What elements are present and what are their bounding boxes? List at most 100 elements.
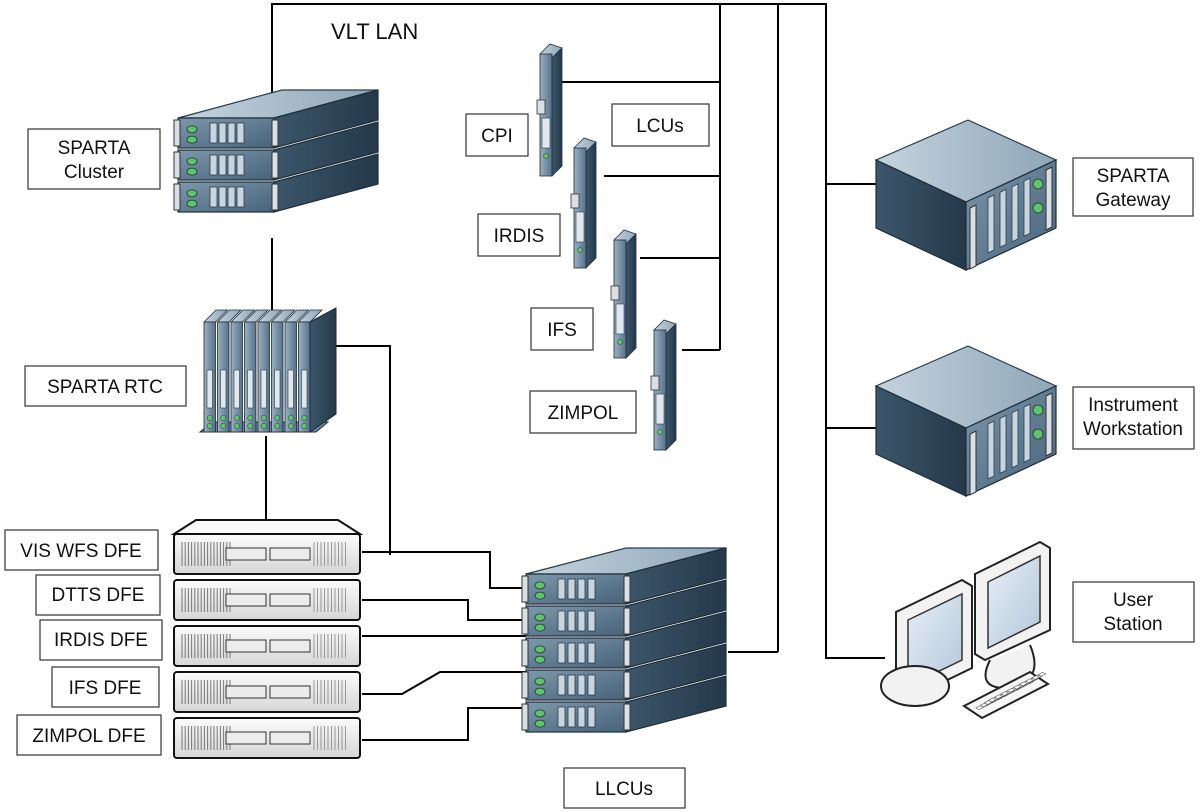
drive-bay bbox=[557, 674, 566, 696]
drive-bay bbox=[236, 122, 245, 144]
drive-bay bbox=[1011, 409, 1019, 469]
rack-handle bbox=[521, 607, 529, 635]
keyboard-key bbox=[994, 694, 1003, 700]
drive-bay bbox=[227, 122, 236, 144]
blade-side bbox=[585, 141, 597, 269]
zimpol-label: ZIMPOL bbox=[529, 390, 637, 434]
rack-handle bbox=[623, 575, 631, 603]
keyboard-key bbox=[1031, 675, 1041, 680]
blade-handle bbox=[650, 375, 660, 391]
status-led-icon bbox=[206, 415, 213, 421]
keyboard-key bbox=[1025, 678, 1034, 684]
blade-slot bbox=[541, 117, 551, 149]
drive-bay bbox=[557, 578, 566, 600]
status-led-icon bbox=[186, 125, 198, 134]
blade-handle bbox=[570, 193, 580, 209]
sparta-rtc-label-text: SPARTA RTC bbox=[47, 377, 163, 398]
keyboard bbox=[962, 670, 1050, 720]
irdis-label: IRDIS bbox=[477, 213, 561, 257]
irdis-label-text: IRDIS bbox=[494, 226, 545, 247]
drive-bay bbox=[1023, 403, 1031, 463]
drive-bay bbox=[999, 414, 1007, 475]
status-led-icon bbox=[534, 719, 546, 728]
dfe-unit bbox=[173, 533, 361, 575]
drive-bay bbox=[269, 639, 311, 653]
blade-slot bbox=[301, 369, 308, 409]
blade-slot bbox=[274, 369, 281, 409]
labels: VLT LAN SPARTA Cluster SPARTA RTC VIS WF… bbox=[4, 19, 1195, 809]
drive-bay bbox=[577, 674, 586, 696]
rack-handle bbox=[623, 639, 631, 667]
drive-bay bbox=[209, 186, 218, 208]
drive-bay bbox=[209, 122, 218, 144]
cpi-label: CPI bbox=[465, 113, 529, 157]
status-led-icon bbox=[534, 709, 546, 718]
sparta-gateway-server bbox=[874, 119, 1058, 271]
irdis-dfe-label-text: IRDIS DFE bbox=[54, 630, 148, 651]
status-led-icon bbox=[534, 655, 546, 664]
drive-bay bbox=[225, 639, 267, 653]
instrument-workstation-label: Instrument Workstation bbox=[1072, 386, 1195, 450]
dfe-unit bbox=[173, 579, 361, 621]
rack-handle bbox=[173, 119, 181, 147]
sparta-gateway-label-line1: SPARTA bbox=[1097, 166, 1170, 187]
drive-bay bbox=[225, 731, 267, 745]
server-handle bbox=[1045, 392, 1053, 457]
llcu-rack-unit bbox=[521, 643, 727, 701]
sparta-cluster-server bbox=[173, 89, 379, 213]
llcu-rack-unit bbox=[521, 579, 727, 637]
network-wires bbox=[265, 3, 885, 741]
lcu-blade bbox=[650, 319, 677, 451]
llcus-label-text: LLCUs bbox=[595, 779, 653, 800]
status-led-icon bbox=[233, 415, 240, 421]
keyboard-key bbox=[987, 697, 997, 703]
zimpol-dfe-label: ZIMPOL DFE bbox=[16, 714, 162, 756]
rack-handle bbox=[173, 183, 181, 211]
dfe-top-lid bbox=[170, 519, 364, 535]
blade-slot bbox=[233, 369, 240, 409]
ifs-dfe-label: IFS DFE bbox=[51, 666, 160, 708]
drive-bay bbox=[269, 593, 311, 607]
blade-slot bbox=[260, 369, 267, 409]
lcu-blade bbox=[536, 43, 563, 177]
user-station-label-line2: Station bbox=[1103, 614, 1162, 635]
drive-bay bbox=[557, 610, 566, 632]
drive-bay bbox=[225, 547, 267, 561]
sparta-rtc-blade-chassis bbox=[198, 307, 337, 433]
status-led-icon bbox=[186, 135, 198, 144]
user-station-label: User Station bbox=[1072, 581, 1195, 643]
sparta-rtc-label: SPARTA RTC bbox=[24, 365, 187, 407]
dfe-front bbox=[173, 579, 361, 621]
status-led-icon bbox=[287, 415, 294, 421]
keyboard-key bbox=[983, 700, 993, 705]
drive-bay bbox=[987, 420, 995, 480]
drive-bay bbox=[269, 547, 311, 561]
blade-slot bbox=[615, 303, 625, 335]
ifs-dfe-llcu-wire bbox=[362, 671, 526, 695]
status-led-icon bbox=[534, 623, 546, 632]
user-station-computer bbox=[880, 540, 1051, 720]
blade-handle bbox=[536, 99, 546, 115]
llcu-rack-unit bbox=[521, 675, 727, 733]
server-handle bbox=[969, 430, 977, 496]
status-led-icon bbox=[186, 199, 198, 208]
rack-handle bbox=[271, 183, 279, 211]
status-led-icon bbox=[186, 189, 198, 198]
drive-bay bbox=[236, 154, 245, 176]
dtts-dfe-label-text: DTTS DFE bbox=[52, 585, 145, 606]
drive-bay bbox=[269, 685, 311, 699]
llcus-label: LLCUs bbox=[563, 767, 686, 809]
sparta-cluster-label-line1: SPARTA bbox=[58, 138, 131, 159]
blade-handle bbox=[610, 285, 620, 301]
blade-side bbox=[665, 323, 677, 451]
monitor-rear bbox=[974, 540, 1051, 690]
server-handle bbox=[969, 204, 977, 270]
drive-bay bbox=[218, 154, 227, 176]
status-led-icon bbox=[260, 415, 267, 421]
keyboard-key bbox=[1037, 671, 1047, 677]
status-led-icon bbox=[617, 339, 623, 345]
rack-handle bbox=[623, 703, 631, 731]
rack-handle bbox=[271, 119, 279, 147]
